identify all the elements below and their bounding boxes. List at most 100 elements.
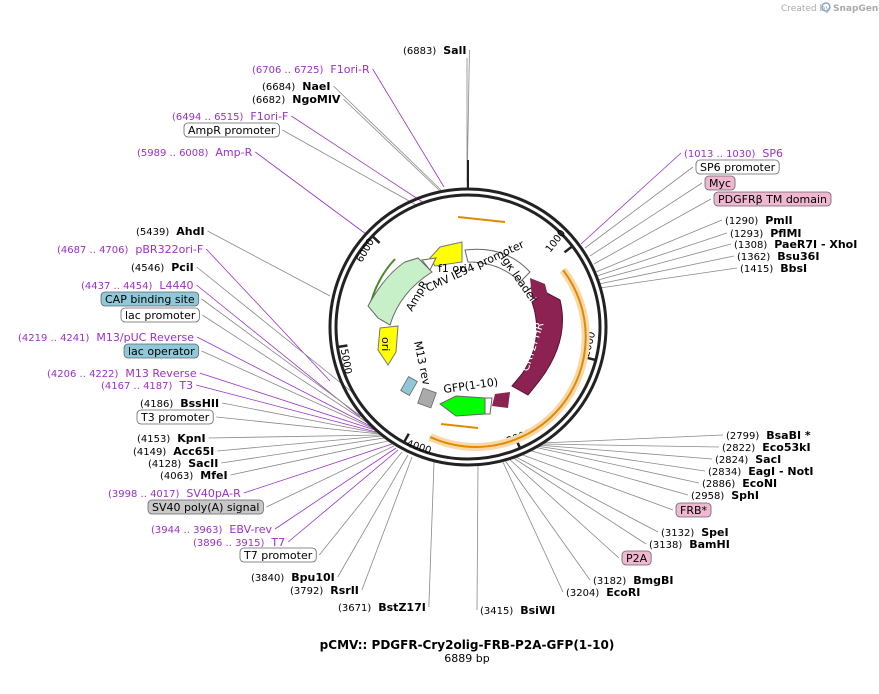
site-name: PciI	[171, 261, 193, 274]
label-sp6prom: SP6 promoter	[695, 159, 780, 175]
label-l4440: (4437 .. 4454)L4440	[81, 279, 194, 292]
connector-line	[222, 402, 378, 434]
ampr-feature	[367, 257, 433, 326]
site-name: Eco53kI	[762, 441, 810, 454]
connector-line	[595, 219, 723, 273]
ampr-promoter-feature	[421, 257, 437, 271]
site-position: (6682)	[252, 95, 285, 106]
connector-line	[503, 458, 591, 581]
site-name: T7	[270, 536, 285, 549]
site-name: Amp-R	[215, 146, 252, 159]
site-position: (2886)	[702, 479, 735, 490]
connector-line	[593, 198, 712, 265]
site-name: BsaBI *	[766, 429, 811, 442]
feature-tag-text: CAP binding site	[105, 293, 195, 306]
label-sacii: (4128)SacII	[148, 457, 218, 470]
feature-tag-box	[621, 550, 652, 566]
feature-tag-box	[713, 191, 832, 207]
backbone-inner-ring	[334, 193, 602, 461]
site-name: BsiWI	[520, 604, 555, 617]
label-sv40polya: SV40 poly(A) signal	[147, 499, 264, 515]
label-connectors	[196, 49, 738, 611]
label-pcii: (4546)PciI	[131, 261, 194, 274]
label-kpni: (4153)KpnI	[137, 432, 206, 445]
feature-tag-box	[183, 122, 280, 138]
credit-brand: SnapGene	[833, 4, 879, 14]
connector-line	[537, 444, 713, 460]
connector-line	[535, 445, 706, 472]
site-position: (4063)	[160, 471, 193, 482]
site-position: (4206 .. 4222)	[47, 369, 119, 380]
plasmid-name: pCMV:: PDGFR-Cry2olig-FRB-P2A-GFP(1-10)	[320, 638, 615, 652]
site-position: (3415)	[480, 606, 513, 617]
label-ngomiv: (6682)NgoMIV	[252, 93, 341, 106]
site-position: (6883)	[403, 46, 436, 57]
label-f1ori-r: (6706 .. 6725)F1ori-R	[252, 63, 370, 76]
connector-line	[584, 166, 694, 249]
label-bamhi: (3138)BamHI	[649, 538, 730, 551]
connector-line	[216, 416, 381, 435]
orange-arc-bottom	[440, 423, 479, 429]
site-position: (6494 .. 6515)	[172, 112, 244, 123]
tick-label: 5000	[338, 348, 353, 375]
label-rsrii: (3792)RsrII	[290, 584, 359, 597]
label-bsiwi: (3415) BsiWI	[480, 604, 555, 617]
feature-tag-text: FRB*	[680, 504, 708, 517]
connector-line	[361, 456, 413, 591]
site-name: SpeI	[701, 526, 728, 539]
site-name: pBR322ori-F	[135, 243, 203, 256]
lac-feature-block	[400, 376, 418, 396]
label-frb: FRB*	[675, 502, 712, 518]
connector-line	[511, 456, 647, 545]
connector-line	[205, 248, 331, 382]
label-amp-r: (5989 .. 6008) Amp-R	[137, 146, 253, 159]
connector-line	[287, 449, 399, 543]
site-position: (4167 .. 4187)	[101, 381, 173, 392]
connector-line	[596, 232, 728, 277]
site-name: EcoRI	[606, 586, 640, 599]
connector-line	[527, 449, 689, 496]
connector-line	[337, 454, 409, 578]
cry2phr-feature	[511, 291, 563, 396]
connector-line	[255, 151, 367, 235]
site-name: BbsI	[780, 262, 807, 275]
connector-line	[266, 445, 395, 508]
igk-leader-feature	[530, 278, 548, 298]
site-name: T3	[178, 379, 193, 392]
connector-line	[598, 255, 735, 285]
connector-line	[541, 434, 724, 444]
feature-tag-box	[120, 307, 200, 323]
label-saci: (2824)SacI	[715, 453, 781, 466]
connector-line	[343, 98, 441, 192]
f1-ori-label: f1 ori	[438, 262, 467, 275]
label-bsu36i: (1362)Bsu36I	[737, 250, 819, 263]
site-name: SacI	[755, 453, 781, 466]
connector-line	[372, 68, 445, 188]
connector-line	[533, 446, 700, 484]
site-position: (2834)	[708, 467, 741, 478]
connector-line	[333, 85, 442, 191]
site-position: (1415)	[740, 264, 773, 275]
feature-tag-box	[675, 502, 712, 518]
site-position: (4219 .. 4241)	[18, 333, 90, 344]
cmv-promoter-feature	[464, 248, 531, 283]
credit-text: Created by	[781, 4, 831, 14]
feature-tag-text: lac operator	[128, 345, 195, 358]
label-bstz17i: (3671)BstZ17I	[338, 601, 426, 614]
label-eco53ki: (2822)Eco53kI	[722, 441, 811, 454]
connector-line	[507, 457, 620, 559]
site-name: SalI	[443, 44, 466, 57]
feature-tag-box	[123, 343, 200, 359]
orange-arc-outer	[429, 269, 587, 448]
site-labels: (6883)SalI(6706 .. 6725)F1ori-R(6684)Nae…	[18, 44, 857, 617]
connector-line	[230, 440, 389, 476]
site-position: (1362)	[737, 252, 770, 263]
gfp-feature	[439, 395, 486, 417]
site-position: (5989 .. 6008)	[137, 148, 209, 159]
connector-line	[476, 463, 479, 611]
site-name: L4440	[159, 279, 193, 292]
site-name: F1ori-R	[330, 63, 370, 76]
connector-line	[274, 447, 397, 530]
label-paer7i: (1308)PaeR7I - XhoI	[734, 238, 857, 251]
site-name: EagI - NotI	[748, 465, 813, 478]
